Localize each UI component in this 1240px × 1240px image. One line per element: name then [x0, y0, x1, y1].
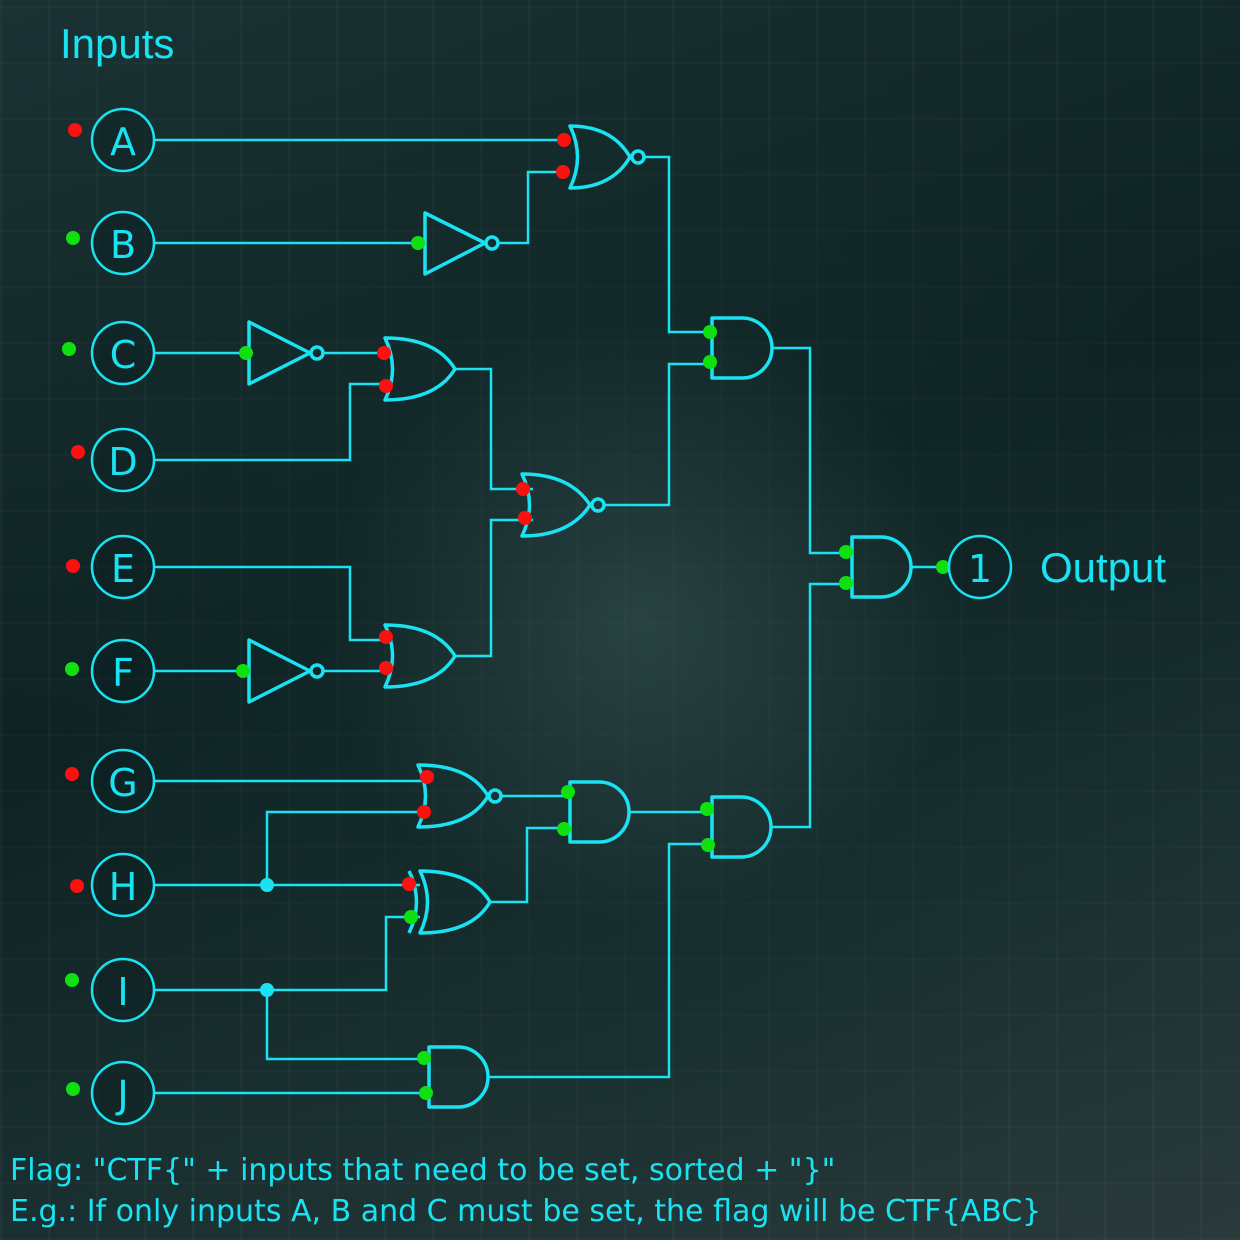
input-g-node[interactable]	[90, 748, 156, 814]
input-f[interactable]: F	[65, 638, 156, 704]
input-a-state-dot	[68, 123, 82, 137]
input-g-state-dot	[65, 767, 79, 781]
input-f-label: F	[112, 651, 134, 695]
input-b[interactable]: B	[66, 210, 156, 276]
input-j-state-dot	[66, 1082, 80, 1096]
input-g[interactable]: G	[65, 748, 156, 814]
output-node	[947, 534, 1013, 600]
wires	[155, 138, 950, 1095]
and-gate-4	[427, 1045, 490, 1109]
input-d-label: D	[108, 440, 137, 484]
gate-pin-dots	[236, 133, 950, 1100]
input-e-label: E	[111, 547, 135, 591]
input-c[interactable]: C	[62, 320, 156, 386]
input-h-label: H	[109, 865, 138, 909]
output-node-group: 1	[947, 534, 1013, 600]
input-c-node[interactable]	[90, 320, 156, 386]
output-value: 1	[968, 547, 992, 591]
input-c-state-dot	[62, 342, 76, 356]
input-e-node[interactable]	[90, 534, 156, 600]
nor-gate-3	[416, 763, 503, 829]
or-gate-2	[383, 623, 457, 689]
output-heading: Output	[1040, 544, 1167, 591]
inputs-heading: Inputs	[60, 20, 175, 67]
nor-gate-2	[520, 472, 606, 538]
input-b-label: B	[110, 223, 136, 267]
and-gate-2	[568, 780, 631, 844]
gates	[247, 124, 913, 1109]
input-f-node[interactable]	[90, 638, 156, 704]
input-j-label: J	[115, 1073, 128, 1117]
input-h-state-dot	[70, 879, 84, 893]
and-gate-3	[710, 795, 773, 859]
and-gate-1	[710, 316, 774, 380]
input-d[interactable]: D	[71, 427, 156, 493]
junction-h	[260, 878, 274, 892]
input-e[interactable]: E	[66, 534, 156, 600]
input-b-state-dot	[66, 231, 80, 245]
input-a-node[interactable]	[90, 107, 156, 173]
input-d-node[interactable]	[90, 427, 156, 493]
input-i-node[interactable]	[90, 957, 156, 1023]
flag-instructions: Flag: "CTF{" + inputs that need to be se…	[10, 1150, 1041, 1232]
and-gate-output	[850, 535, 913, 599]
input-d-state-dot	[71, 445, 85, 459]
xor-gate	[407, 869, 492, 935]
junctions	[260, 878, 274, 997]
not-gate-b	[423, 211, 500, 276]
input-j-node[interactable]	[90, 1060, 156, 1126]
input-f-state-dot	[65, 662, 79, 676]
flag-rule-text: Flag: "CTF{" + inputs that need to be se…	[10, 1153, 836, 1188]
input-j[interactable]: J	[66, 1060, 156, 1126]
input-i[interactable]: I	[65, 957, 156, 1023]
nor-gate-1	[568, 124, 646, 190]
input-a[interactable]: A	[68, 107, 156, 173]
not-gate-c	[247, 320, 325, 386]
input-a-label: A	[110, 120, 136, 164]
junction-i	[260, 983, 274, 997]
input-c-label: C	[110, 333, 137, 377]
input-b-node[interactable]	[90, 210, 156, 276]
or-gate-1	[383, 336, 457, 402]
input-i-state-dot	[65, 973, 79, 987]
input-h-node[interactable]	[90, 852, 156, 918]
input-h[interactable]: H	[70, 852, 156, 918]
input-e-state-dot	[66, 559, 80, 573]
input-i-label: I	[117, 970, 128, 1014]
input-g-label: G	[108, 761, 137, 805]
not-gate-f	[247, 638, 325, 704]
flag-example-text: E.g.: If only inputs A, B and C must be …	[10, 1194, 1042, 1229]
